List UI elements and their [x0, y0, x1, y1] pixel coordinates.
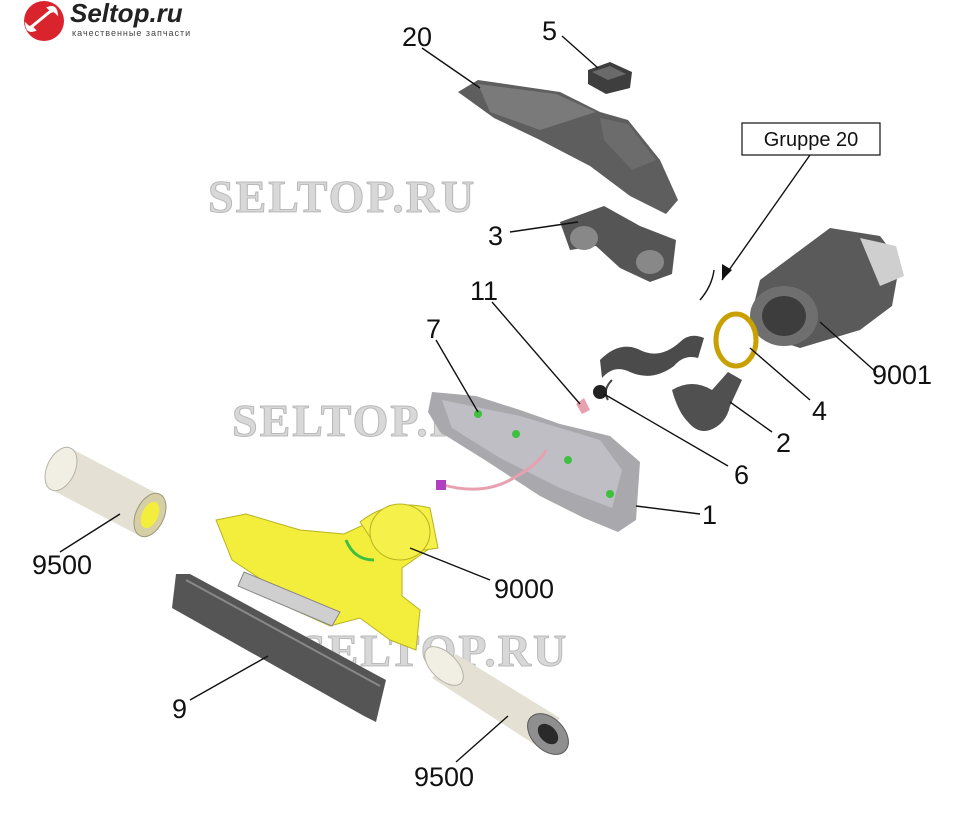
leader-20: [421, 47, 481, 89]
leader-5: [561, 35, 599, 69]
leader-3: [509, 221, 579, 233]
group-callout: Gruppe 20: [721, 122, 881, 281]
part-label-1: 1: [702, 500, 717, 530]
leader-6: [603, 393, 729, 467]
part-20-housing-cover: [458, 80, 678, 214]
logo-emblem-icon: [24, 1, 64, 41]
leader-9000: [409, 547, 491, 581]
arrowhead-icon: [722, 264, 732, 280]
leader-11: [491, 301, 581, 405]
part-2-hose-elbow: [672, 372, 742, 431]
leader-2: [729, 401, 773, 433]
part-5-clip: [588, 62, 632, 94]
part-9-bristle-strip: [172, 574, 386, 722]
part-4-gasket-ring: [713, 311, 759, 369]
part-6-fitting: [593, 385, 607, 399]
part-label-9000: 9000: [494, 574, 554, 604]
group-callout-text: Gruppe 20: [764, 129, 859, 151]
part-11-pin: [576, 398, 590, 414]
part-label-7: 7: [426, 314, 441, 344]
part-label-4: 4: [812, 396, 827, 426]
seltop-logo[interactable]: Seltop.ru качественные запчасти: [24, 0, 191, 41]
leader-7: [435, 339, 479, 413]
leader-1: [635, 505, 701, 515]
brand-tagline: качественные запчасти: [72, 28, 191, 38]
part-9000-motor-assembly: [215, 503, 439, 651]
logo-wrench-icon: [24, 6, 59, 32]
part-label-9001: 9001: [872, 360, 932, 390]
part-label-9: 9: [172, 694, 187, 724]
leader-9500-bottom: [455, 715, 509, 763]
part-label-20: 20: [402, 22, 432, 52]
leader-9500-left: [59, 513, 121, 553]
leader-9: [189, 655, 269, 701]
leader-4: [749, 347, 811, 401]
part-3-bracket: [560, 206, 676, 282]
part-label-9500-left: 9500: [32, 550, 92, 580]
part-label-9500-bottom: 9500: [414, 762, 474, 792]
part-label-3: 3: [488, 221, 503, 251]
part-label-2: 2: [776, 428, 791, 458]
hose-upper: [600, 269, 715, 401]
brand-name: Seltop.ru: [70, 0, 183, 28]
part-label-11: 11: [470, 276, 498, 306]
part-9500-roller-bottom: [424, 646, 569, 755]
group-callout-box: [741, 122, 881, 156]
part-label-6: 6: [734, 460, 749, 490]
part-9001-connector-housing: [750, 228, 904, 348]
leader-9001: [819, 321, 877, 373]
part-label-5: 5: [542, 16, 557, 46]
watermark-top: SELTOP.RU: [208, 171, 476, 222]
part-9500-roller-left: [44, 446, 167, 538]
group-callout-arrow: [721, 154, 811, 281]
part-1-base-plate: [428, 392, 640, 532]
